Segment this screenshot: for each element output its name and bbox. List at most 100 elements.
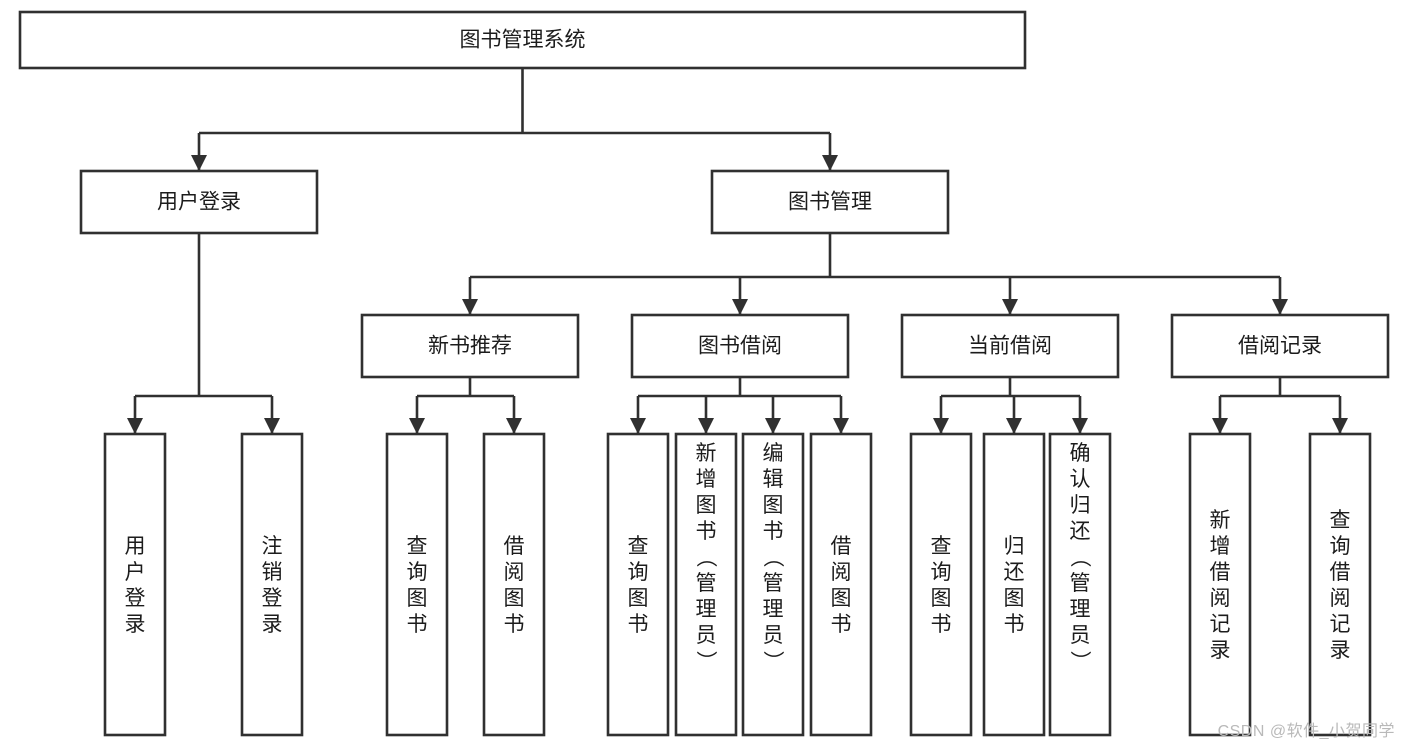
node-label-char: ）	[1068, 651, 1091, 672]
node-label-char: 管	[763, 572, 784, 595]
node-label-char: 销	[262, 561, 283, 584]
node-box	[385, 432, 449, 737]
node-label-char: 书	[763, 520, 784, 543]
node-box	[606, 432, 670, 737]
edge-group-new-book-rec	[409, 377, 522, 434]
edge-group-book-borrow	[630, 377, 849, 434]
node-box	[674, 432, 738, 737]
arrow-head-icon	[191, 155, 207, 171]
node-label-char: 借	[1330, 561, 1351, 584]
node-label-char: 借	[831, 535, 852, 558]
node-root[interactable]: 图书管理系统	[18, 10, 1027, 70]
node-box	[1308, 432, 1372, 737]
node-label-char: 增	[696, 468, 717, 491]
node-label-char: 员	[696, 624, 717, 647]
node-label-char: 增	[1210, 535, 1231, 558]
node-label-char: 新	[696, 442, 717, 465]
node-label-char: 新	[1210, 509, 1231, 532]
node-book-borrow[interactable]: 图书借阅	[630, 313, 850, 379]
arrow-head-icon	[506, 418, 522, 434]
node-book-manage[interactable]: 图书管理	[710, 169, 950, 235]
node-box	[741, 432, 805, 737]
node-label: 借阅记录	[1238, 335, 1322, 358]
arrow-head-icon	[630, 418, 646, 434]
node-box	[1048, 432, 1112, 737]
node-label-char: 询	[407, 561, 428, 584]
node-box	[909, 432, 973, 737]
node-label-char: 录	[1330, 639, 1351, 662]
arrow-head-icon	[698, 418, 714, 434]
node-label-char: 理	[696, 598, 717, 621]
node-label-char: 管	[1070, 572, 1091, 595]
node-label-char: 阅	[1210, 587, 1231, 610]
node-box	[103, 432, 167, 737]
node-label-char: 记	[1330, 613, 1351, 636]
node-label-char: 借	[504, 535, 525, 558]
node-label-char: 归	[1070, 494, 1091, 517]
node-label-char: ）	[694, 651, 717, 672]
node-borrow-record[interactable]: 借阅记录	[1170, 313, 1390, 379]
node-label-char: 理	[1070, 598, 1091, 621]
arrow-head-icon	[1272, 299, 1288, 315]
node-label-char: 员	[1070, 624, 1091, 647]
node-label-char: 借	[1210, 561, 1231, 584]
edge-group-current-borrow	[933, 377, 1088, 434]
node-label-char: 还	[1004, 561, 1025, 584]
node-label-char: 书	[628, 613, 649, 636]
node-label-char: 登	[262, 587, 283, 610]
arrow-head-icon	[127, 418, 143, 434]
node-label: 用户登录	[157, 191, 241, 214]
node-label-char: 书	[504, 613, 525, 636]
node-label-char: 书	[696, 520, 717, 543]
arrow-head-icon	[732, 299, 748, 315]
node-label-char: 员	[763, 624, 784, 647]
node-label-char: 查	[1330, 509, 1351, 532]
node-current-borrow[interactable]: 当前借阅	[900, 313, 1120, 379]
node-box	[360, 313, 580, 379]
node-label: 图书管理系统	[460, 29, 586, 52]
node-label-char: 归	[1004, 535, 1025, 558]
node-user-login[interactable]: 用户登录	[79, 169, 319, 235]
arrow-head-icon	[1002, 299, 1018, 315]
node-label-char: 记	[1210, 613, 1231, 636]
node-label-char: 阅	[1330, 587, 1351, 610]
node-new-book-rec[interactable]: 新书推荐	[360, 313, 580, 379]
node-label-char: 录	[1210, 639, 1231, 662]
arrow-head-icon	[1332, 418, 1348, 434]
node-box	[482, 432, 546, 737]
node-label-char: 录	[125, 613, 146, 636]
node-label-char: （	[694, 547, 717, 568]
node-label-char: 询	[628, 561, 649, 584]
node-label-char: 书	[831, 613, 852, 636]
arrow-head-icon	[933, 418, 949, 434]
node-leaf-user-login[interactable]: 用户登录	[103, 432, 167, 737]
node-label-char: 书	[1004, 613, 1025, 636]
arrow-head-icon	[822, 155, 838, 171]
node-box	[809, 432, 873, 737]
node-label-char: 还	[1070, 520, 1091, 543]
node-label-char: ）	[761, 651, 784, 672]
node-label-char: 辑	[763, 468, 784, 491]
node-label-char: 图	[696, 494, 717, 517]
edge-group-user-login	[127, 233, 280, 434]
node-label-char: 询	[1330, 535, 1351, 558]
edge-group-book-manage	[462, 233, 1288, 315]
node-label-char: 查	[931, 535, 952, 558]
arrow-head-icon	[1006, 418, 1022, 434]
arrow-head-icon	[264, 418, 280, 434]
node-box	[1170, 313, 1390, 379]
